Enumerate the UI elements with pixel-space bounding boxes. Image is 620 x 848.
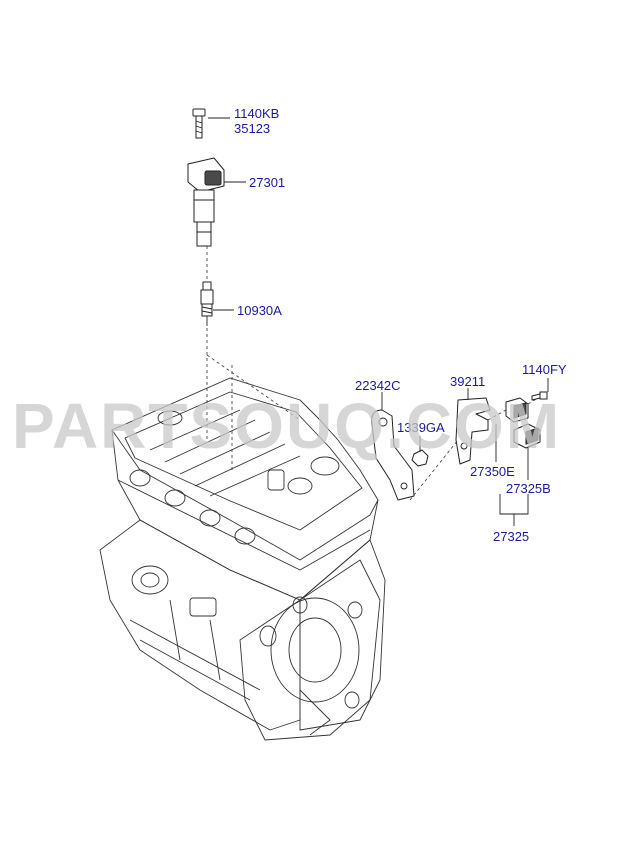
bolt-icon	[192, 108, 206, 139]
label-27301[interactable]: 27301	[249, 175, 285, 190]
bolt-icon	[531, 391, 548, 401]
nut-icon	[411, 449, 429, 467]
label-1140kb[interactable]: 1140KB	[234, 106, 279, 121]
label-10930a[interactable]: 10930A	[237, 303, 282, 318]
sensor-icon	[505, 397, 529, 423]
ignition-coil-icon	[187, 157, 225, 247]
ignition-stack	[187, 108, 301, 470]
watermark-text: PARTSOUQ.COM	[12, 390, 561, 462]
label-39211[interactable]: 39211	[450, 374, 485, 389]
spark-plug-icon	[200, 281, 214, 326]
sensor-assembly	[371, 391, 548, 501]
label-22342c[interactable]: 22342C	[355, 378, 401, 393]
connector-icon	[513, 423, 541, 449]
label-1140fy[interactable]: 1140FY	[522, 362, 567, 377]
sensor-bracket-icon	[455, 397, 491, 465]
label-27325b[interactable]: 27325B	[506, 481, 551, 496]
label-27325[interactable]: 27325	[493, 529, 529, 544]
label-35123[interactable]: 35123	[234, 121, 270, 136]
engine-block	[99, 377, 386, 741]
label-1339ga[interactable]: 1339GA	[397, 420, 445, 435]
part-labels: 1140KB 35123 27301 10930A 22342C 1339GA …	[234, 106, 567, 544]
label-27350e[interactable]: 27350E	[470, 464, 515, 479]
leader-lines	[208, 117, 549, 526]
